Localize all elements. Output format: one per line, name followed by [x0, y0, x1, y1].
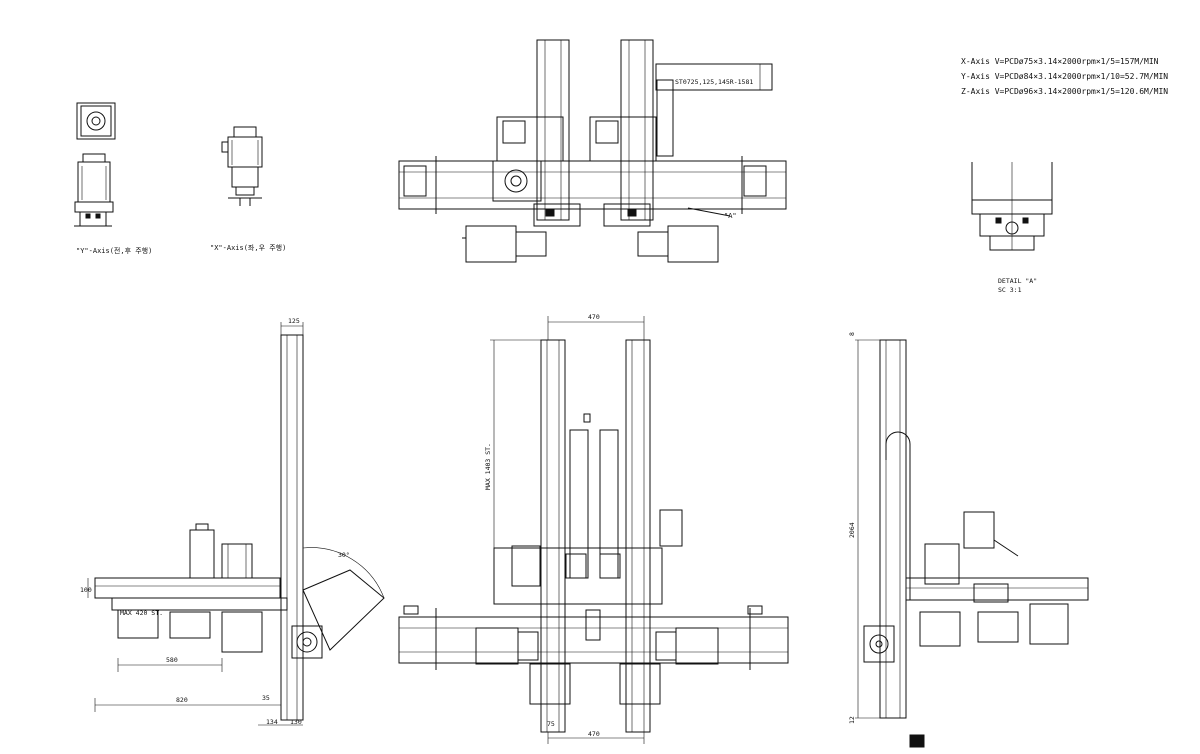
part-number-label: ST0725,125,145R-1581 [675, 78, 753, 86]
detail-a-view: DETAIL "A" SC 3:1 [971, 162, 1053, 294]
left-side-view: 125 30° 100 MAX 420 ST. 580 820 [80, 317, 385, 726]
speed-spec-block: X-Axis V=PCDø75×3.14×2000rpm×1/5=157M/MI… [961, 57, 1168, 96]
dim-134: 134 [266, 718, 278, 726]
dim-125: 125 [288, 317, 300, 325]
dim-max-1403-stroke: MAX 1403 ST. [484, 443, 492, 490]
y-axis-view: "Y"-Axis(전,후 주행) [74, 102, 152, 255]
dim-35: 35 [262, 694, 270, 702]
x-axis-view: "X"-Axis(좌,우 주행) [210, 126, 286, 252]
dim-75: 75 [547, 720, 555, 728]
dim-angle: 30° [338, 551, 350, 559]
detail-a-callout: "A" [724, 212, 737, 220]
dim-8: 8 [848, 332, 856, 336]
dim-470-top: 470 [588, 313, 600, 321]
spec-x-axis: X-Axis V=PCDø75×3.14×2000rpm×1/5=157M/MI… [961, 57, 1159, 66]
dim-100: 100 [80, 586, 92, 594]
dim-2064: 2064 [848, 522, 856, 538]
dim-470-bottom: 470 [588, 730, 600, 738]
y-axis-caption: "Y"-Axis(전,후 주행) [76, 246, 152, 255]
dim-12: 12 [848, 716, 856, 724]
dim-max-420-stroke: MAX 420 ST. [120, 609, 163, 617]
dim-580: 580 [166, 656, 178, 664]
spec-y-axis: Y-Axis V=PCDø84×3.14×2000rpm×1/10=52.7M/… [961, 72, 1168, 81]
spec-z-axis: Z-Axis V=PCDø96×3.14×2000rpm×1/5=120.6M/… [961, 87, 1168, 96]
x-axis-caption: "X"-Axis(좌,우 주행) [210, 243, 286, 252]
dim-130: 130 [290, 718, 302, 726]
center-front-view: 470 MAX 1403 ST. 470 75 [398, 313, 789, 744]
dim-820: 820 [176, 696, 188, 704]
right-side-view: 2064 8 12 [848, 332, 1089, 748]
detail-scale: SC 3:1 [998, 286, 1022, 294]
top-plan-view: ST0725,125,145R-1581 "A" [398, 39, 787, 263]
detail-title: DETAIL "A" [998, 277, 1037, 285]
